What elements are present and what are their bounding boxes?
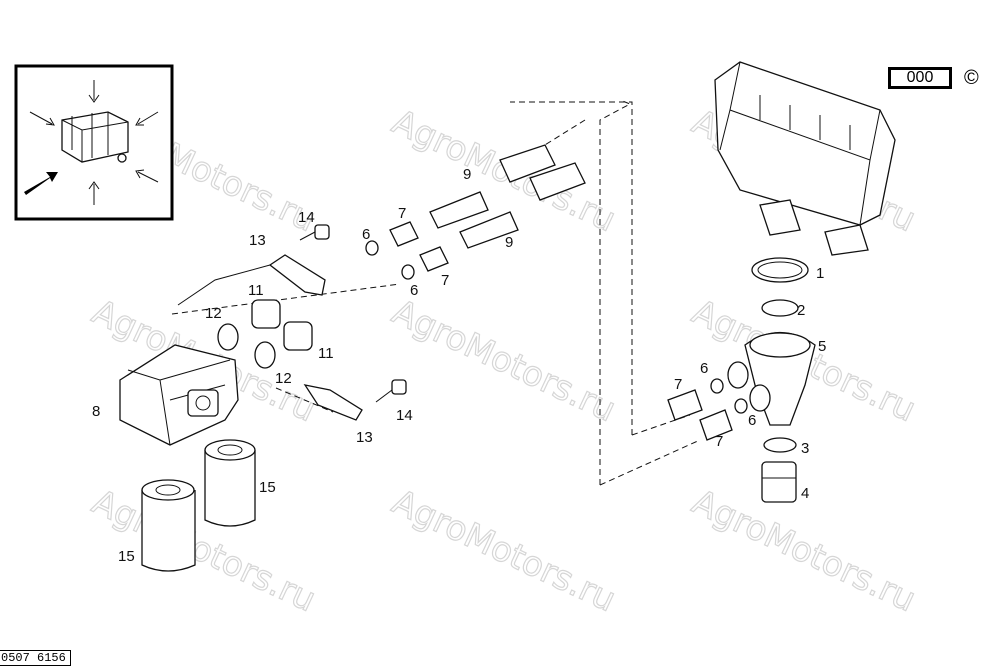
callout-13: 13: [356, 429, 373, 446]
watermark-text: AgroMotors.ru: [386, 292, 621, 430]
reference-box: 000: [888, 67, 952, 89]
oil-cooler-parts: [667, 257, 816, 503]
callout-12: 12: [205, 305, 222, 322]
callout-6: 6: [362, 226, 370, 243]
callout-9: 9: [463, 166, 471, 183]
callout-5: 5: [818, 338, 826, 355]
watermark-text: AgroMotors.ru: [386, 482, 621, 620]
locator-inset: [14, 64, 174, 221]
watermark-text: AgroMotors.ru: [686, 482, 921, 620]
callout-7: 7: [715, 433, 723, 450]
callout-7: 7: [674, 376, 682, 393]
callout-6: 6: [700, 360, 708, 377]
drawing-number: 0507 6156: [0, 650, 71, 666]
callout-15: 15: [259, 479, 276, 496]
filter-head: [119, 344, 239, 446]
callout-9: 9: [505, 234, 513, 251]
callout-15: 15: [118, 548, 135, 565]
callout-12: 12: [275, 370, 292, 387]
callout-11: 11: [248, 282, 264, 299]
hose-fittings: [365, 144, 586, 280]
callout-14: 14: [396, 407, 413, 424]
callout-3: 3: [801, 440, 809, 457]
callout-7: 7: [398, 205, 406, 222]
callout-6: 6: [748, 412, 756, 429]
callout-8: 8: [92, 403, 100, 420]
callout-7: 7: [441, 272, 449, 289]
callout-14: 14: [298, 209, 315, 226]
filter-cartridge: [141, 439, 256, 572]
fittings-left: [217, 224, 407, 421]
copyright-symbol: ©: [964, 67, 979, 89]
callout-13: 13: [249, 232, 266, 249]
callout-6: 6: [410, 282, 418, 299]
callout-1: 1: [816, 265, 824, 282]
callout-2: 2: [797, 302, 805, 319]
engine-block: [714, 61, 896, 256]
callout-4: 4: [801, 485, 809, 502]
callout-11: 11: [318, 345, 334, 362]
